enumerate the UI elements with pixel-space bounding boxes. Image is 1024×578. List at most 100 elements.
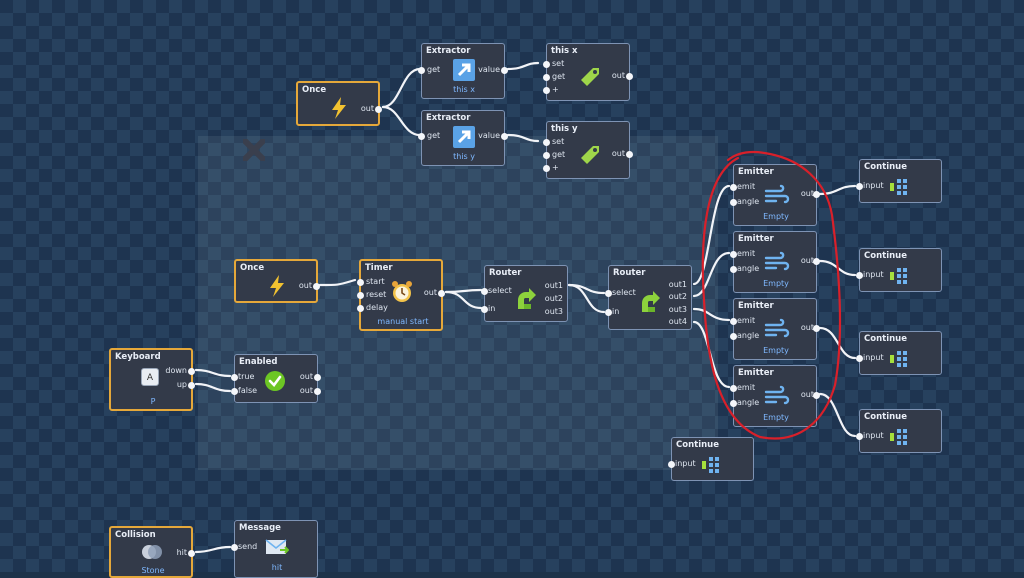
node-title: Extractor — [426, 113, 471, 123]
port-out: out — [423, 288, 437, 297]
output-port[interactable] — [813, 325, 820, 332]
input-port[interactable] — [730, 251, 737, 258]
port-value: value — [478, 65, 500, 74]
output-port[interactable] — [188, 382, 195, 389]
input-port[interactable] — [543, 61, 550, 68]
port-out2: out2 — [544, 294, 563, 303]
emitter-node[interactable]: Emitter emit angle out Empty — [730, 231, 820, 293]
continue-icon — [890, 429, 907, 445]
output-port[interactable] — [813, 392, 820, 399]
node-title: Collision — [115, 530, 156, 540]
output-port[interactable] — [626, 73, 633, 80]
empty-slot-icon — [243, 139, 265, 161]
output-port[interactable] — [313, 283, 320, 290]
input-port[interactable] — [543, 74, 550, 81]
message-node[interactable]: Message send hit — [231, 520, 318, 578]
input-port[interactable] — [605, 309, 612, 316]
node-title: Emitter — [738, 234, 774, 244]
wind-icon — [764, 385, 790, 405]
keyboard-node[interactable]: Keyboard A down up P — [109, 348, 195, 411]
emitter-node[interactable]: Emitter emit angle out Empty — [730, 298, 820, 360]
port-emit: emit — [737, 316, 756, 325]
input-port[interactable] — [481, 306, 488, 313]
input-port[interactable] — [856, 433, 863, 440]
node-title: Once — [302, 85, 327, 95]
router-node[interactable]: Router select in out1 out2 out3 out4 — [605, 265, 692, 330]
emitter-node[interactable]: Emitter emit angle out Empty — [730, 164, 820, 226]
node-title: Continue — [864, 412, 907, 422]
node-subtitle: this x — [453, 85, 475, 94]
input-port[interactable] — [856, 355, 863, 362]
input-port[interactable] — [231, 544, 238, 551]
output-port[interactable] — [188, 550, 195, 557]
input-port[interactable] — [481, 288, 488, 295]
output-port[interactable] — [813, 258, 820, 265]
variable-node[interactable]: this y set get + out — [543, 121, 633, 179]
input-port[interactable] — [357, 292, 364, 299]
input-port[interactable] — [231, 388, 238, 395]
continue-node[interactable]: Continue input — [668, 437, 754, 481]
input-port[interactable] — [856, 272, 863, 279]
collision-node[interactable]: Collision hit Stone — [109, 526, 195, 578]
input-port[interactable] — [543, 87, 550, 94]
input-port[interactable] — [730, 385, 737, 392]
input-port[interactable] — [730, 400, 737, 407]
input-port[interactable] — [231, 374, 238, 381]
port-get: get — [427, 131, 441, 140]
port-emit: emit — [737, 182, 756, 191]
node-title: this x — [551, 46, 578, 56]
port-input: input — [863, 431, 884, 440]
port-out2: out2 — [668, 292, 687, 301]
extractor-node[interactable]: Extractor get value this x — [418, 43, 508, 99]
input-port[interactable] — [605, 290, 612, 297]
timer-node[interactable]: Timer start reset delay out manual start — [357, 259, 445, 331]
emitter-node[interactable]: Emitter emit angle out Empty — [730, 365, 820, 427]
once-node[interactable]: Once out — [234, 259, 320, 303]
output-port[interactable] — [813, 191, 820, 198]
continue-node[interactable]: Continue input — [856, 159, 942, 203]
input-port[interactable] — [730, 199, 737, 206]
input-port[interactable] — [543, 139, 550, 146]
input-port[interactable] — [730, 266, 737, 273]
input-port[interactable] — [418, 133, 425, 140]
port-select: select — [488, 286, 512, 295]
input-port[interactable] — [730, 318, 737, 325]
port-false: false — [238, 386, 258, 395]
output-port[interactable] — [626, 151, 633, 158]
input-port[interactable] — [856, 183, 863, 190]
port-send: send — [238, 542, 258, 551]
router-node[interactable]: Router select in out1 out2 out3 — [481, 265, 568, 322]
port-down: down — [165, 366, 187, 375]
output-port[interactable] — [501, 133, 508, 140]
input-port[interactable] — [730, 184, 737, 191]
continue-node[interactable]: Continue input — [856, 409, 942, 453]
continue-node[interactable]: Continue input — [856, 331, 942, 375]
output-port[interactable] — [438, 290, 445, 297]
input-port[interactable] — [418, 67, 425, 74]
extractor-node[interactable]: Extractor get value this y — [418, 110, 508, 166]
input-port[interactable] — [357, 279, 364, 286]
input-port[interactable] — [543, 165, 550, 172]
arrow-up-right-icon — [453, 126, 475, 148]
output-port[interactable] — [375, 106, 382, 113]
continue-node[interactable]: Continue input — [856, 248, 942, 292]
variable-node[interactable]: this x set get + out — [543, 43, 633, 101]
port-plus: + — [552, 163, 559, 172]
input-port[interactable] — [730, 333, 737, 340]
output-port[interactable] — [314, 388, 321, 395]
tag-icon — [581, 146, 599, 164]
output-port[interactable] — [501, 67, 508, 74]
continue-icon — [890, 179, 907, 195]
enabled-node[interactable]: Enabled true false out out — [231, 354, 321, 403]
collision-icon — [142, 545, 162, 559]
node-subtitle: manual start — [377, 317, 429, 326]
port-get: get — [552, 150, 566, 159]
output-port[interactable] — [188, 368, 195, 375]
once-node[interactable]: Once out — [296, 81, 382, 126]
input-port[interactable] — [668, 461, 675, 468]
input-port[interactable] — [357, 305, 364, 312]
input-port[interactable] — [543, 152, 550, 159]
output-port[interactable] — [314, 374, 321, 381]
port-out: out — [611, 149, 625, 158]
port-delay: delay — [366, 303, 388, 312]
